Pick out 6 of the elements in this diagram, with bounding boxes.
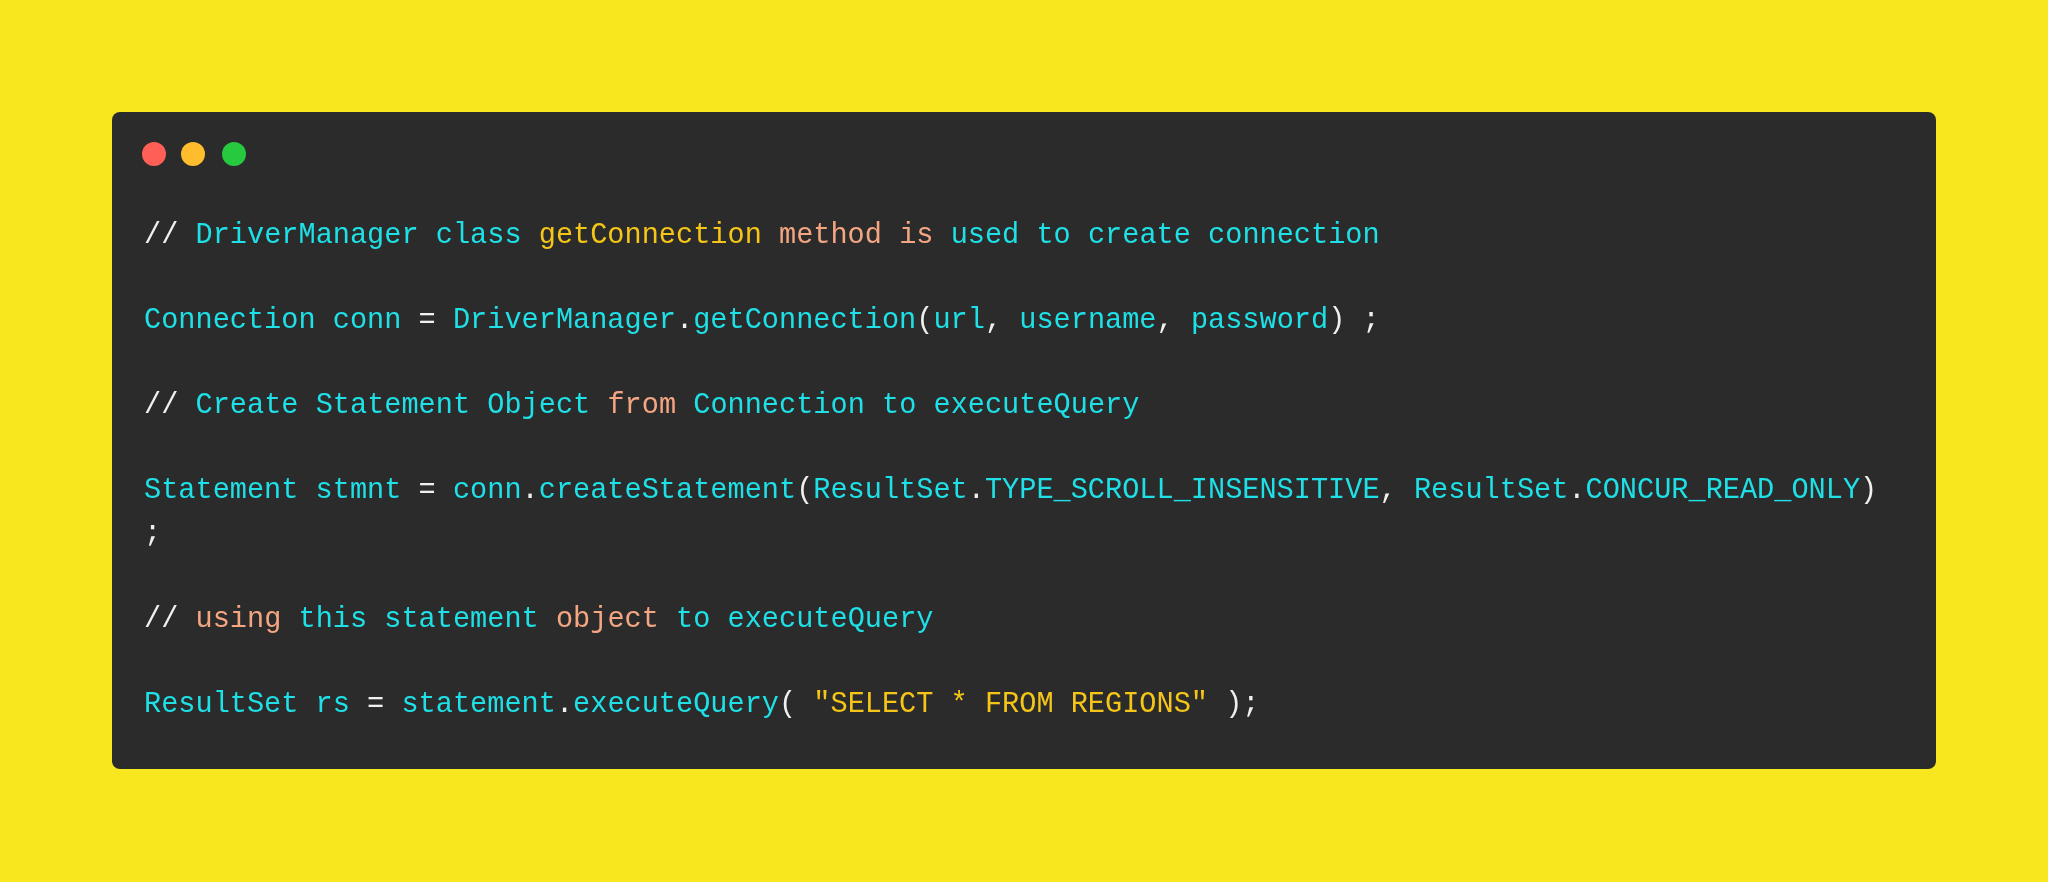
code-line: ResultSet rs = statement.executeQuery( "SELECT * FROM REGIONS" ); [144, 687, 1261, 723]
code-line: Statement stmnt = conn.createStatement(ResultSet.TYPE_SCROLL_INSENSITIVE, ResultSet.CONCUR_READ_ONLY) ; [144, 473, 1879, 552]
code-comment: // DriverManager class getConnection method is used to create connection [144, 218, 1381, 254]
code-line: Connection conn = DriverManager.getConnection(url, username, password) ; [144, 303, 1381, 339]
code-comment: // using this statement object to executeQuery [144, 602, 935, 638]
code-comment: // Create Statement Object from Connection to executeQuery [144, 388, 1141, 424]
